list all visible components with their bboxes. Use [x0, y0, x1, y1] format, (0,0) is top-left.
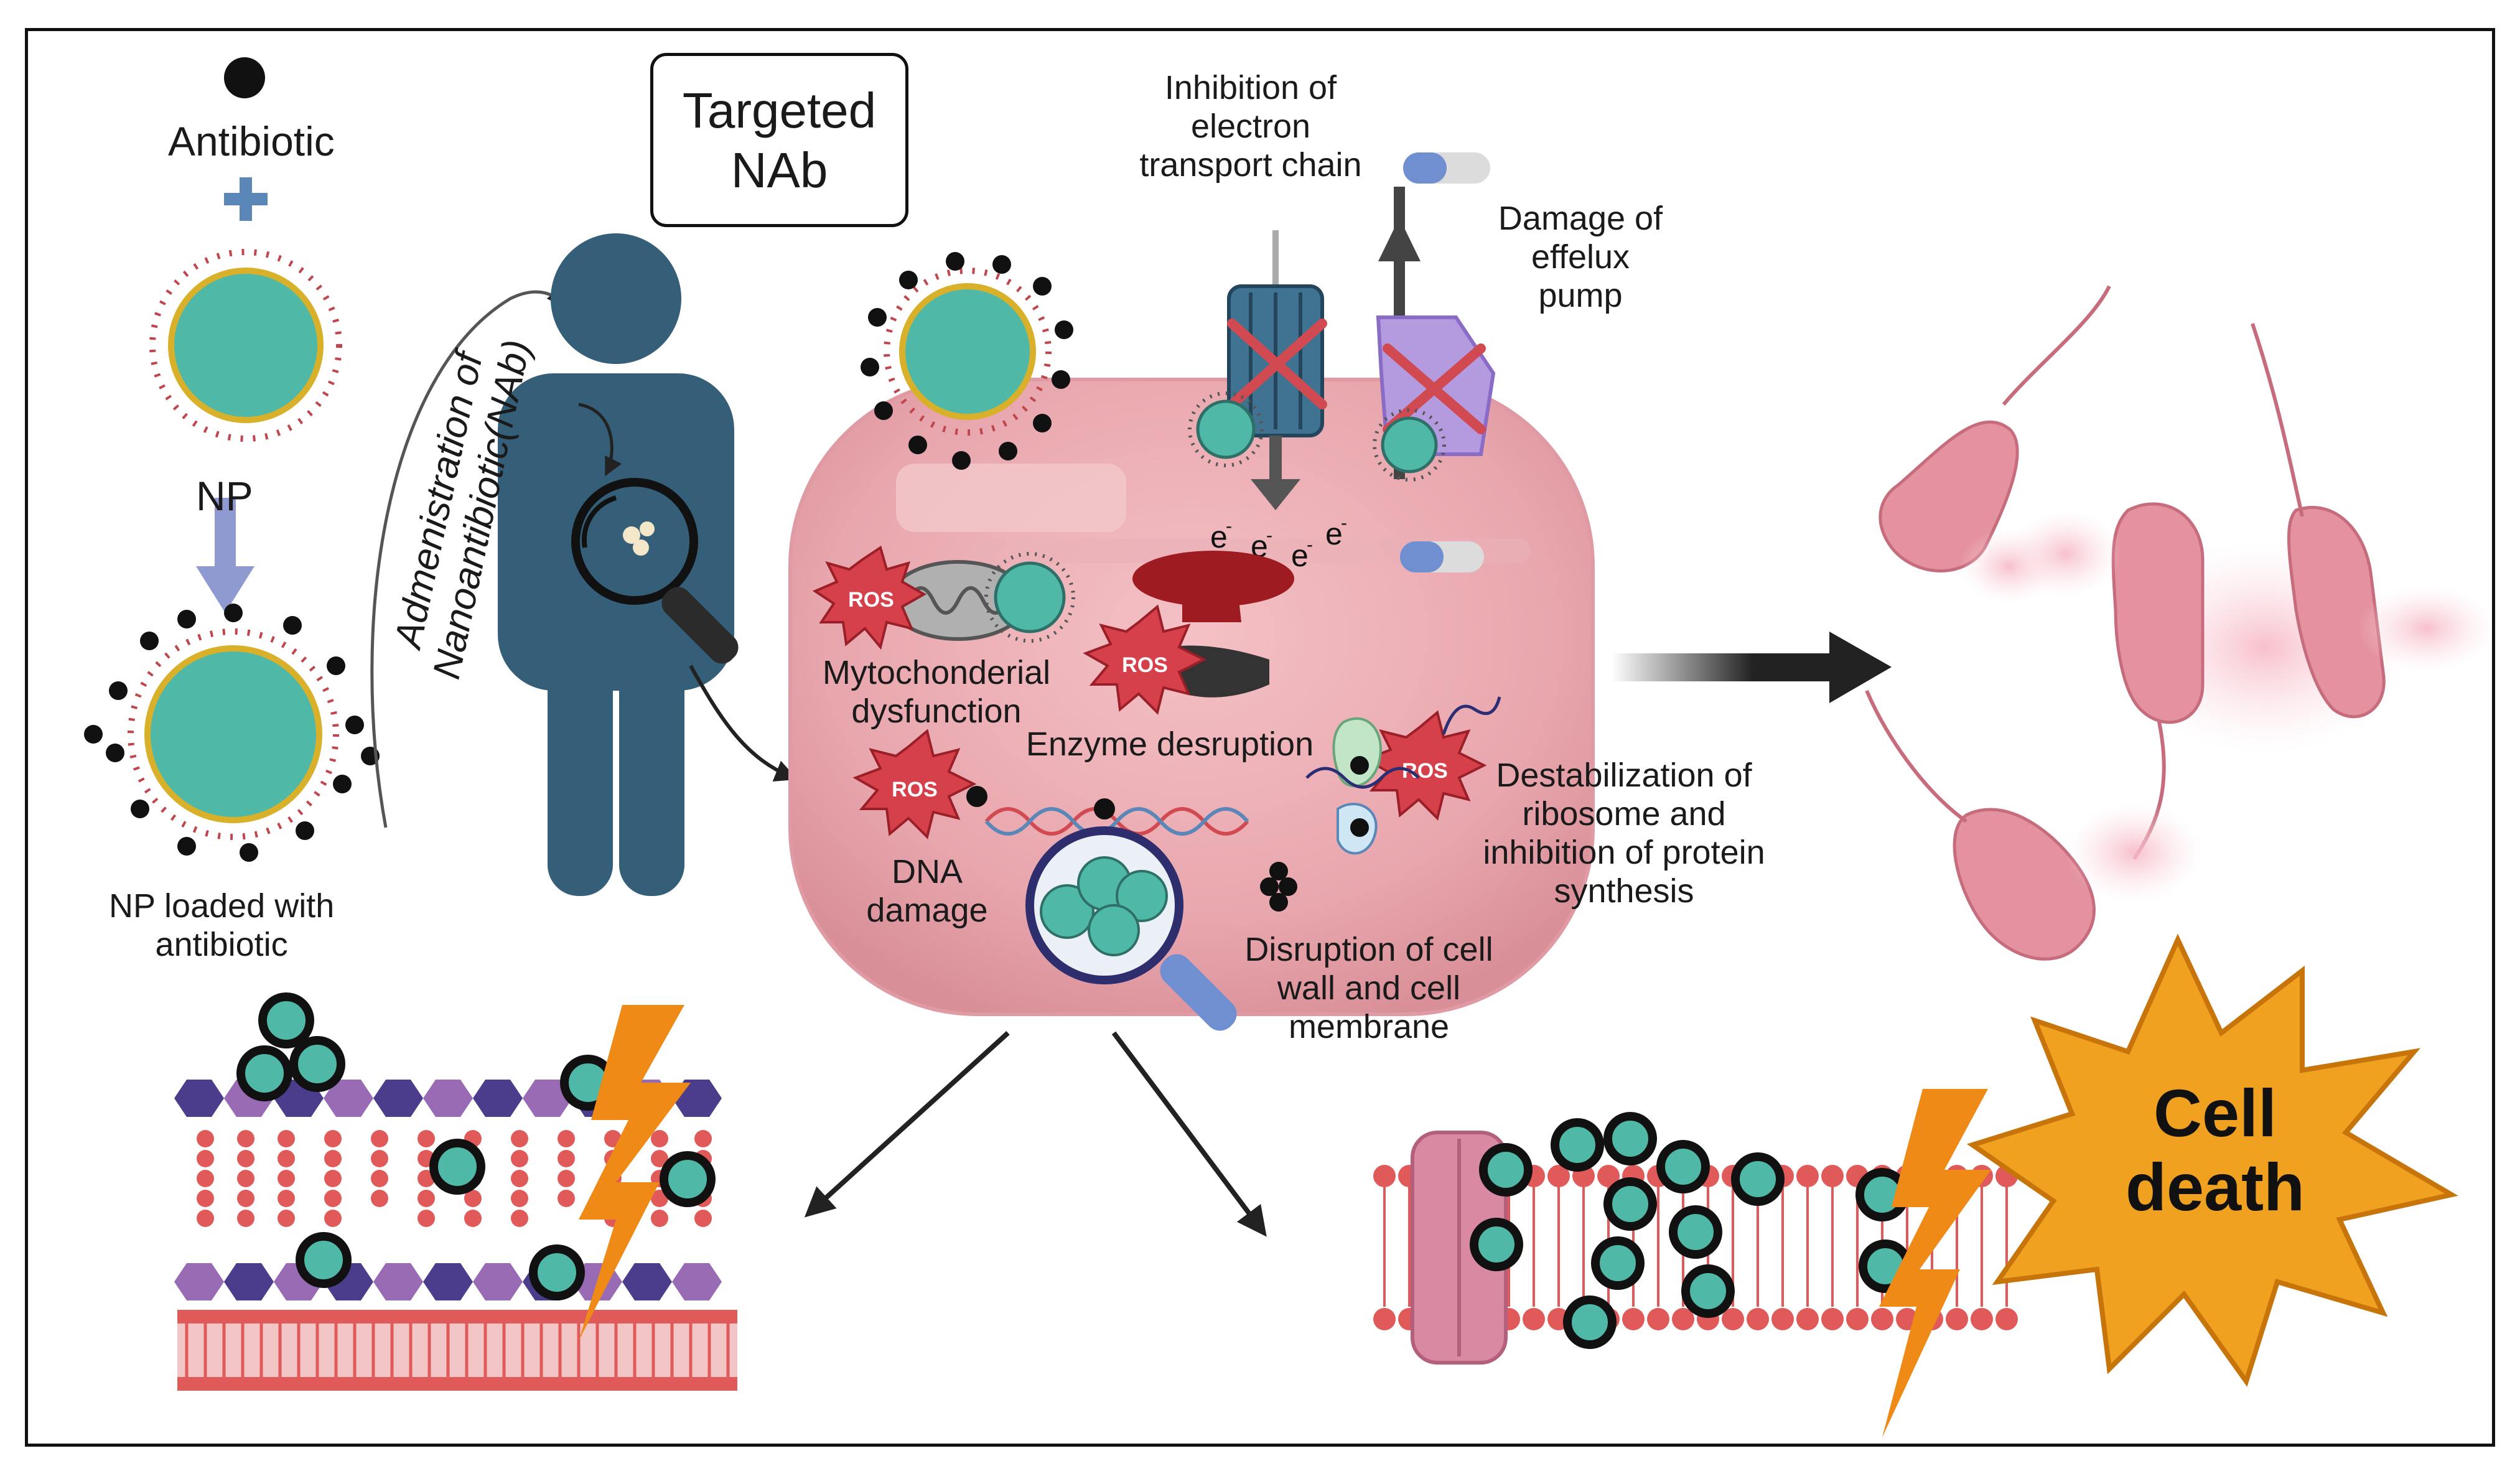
magnifier-icon [571, 478, 739, 664]
nanoparticle-attached [861, 252, 1073, 470]
svg-text:ROS: ROS [892, 778, 938, 801]
dead-bacterium-4 [1865, 689, 2203, 961]
cell-membrane-diagram [1373, 1089, 2018, 1437]
dna-helix-icon [984, 807, 1249, 836]
magnifier-cellwall-icon [1025, 826, 1237, 1031]
enzyme-label: Enzyme desruption [1025, 726, 1314, 763]
nanoparticle-small-mito [984, 552, 1075, 643]
figure-frame [25, 28, 2495, 1447]
svg-text:e: e [1210, 520, 1228, 554]
pill-icon [1403, 152, 1490, 184]
antibiotic-dot-dna-2 [1094, 798, 1115, 819]
antibiotic-cluster [1260, 862, 1297, 912]
svg-text:-: - [1341, 513, 1347, 533]
ros-burst-dna: ROS [852, 729, 977, 839]
svg-text:-: - [1266, 525, 1272, 546]
ribosome-icon [1305, 696, 1501, 855]
dna-damage-label: DNA damage [866, 853, 988, 930]
damage-efflux-label: Damage of effelux pump [1498, 200, 1663, 315]
svg-text:ROS: ROS [848, 588, 894, 612]
np-label: NP [196, 473, 253, 519]
svg-text:ROS: ROS [1122, 653, 1168, 677]
ros-burst-mito: ROS [812, 545, 927, 650]
lightning-icon [579, 1005, 691, 1341]
antibiotic-label: Antibiotic [168, 118, 335, 164]
ribosome-label: Destabilization of ribosome and inhibiti… [1483, 757, 1765, 910]
cell-death-star [1966, 933, 2458, 1387]
pill-icon-lower [1400, 541, 1484, 572]
ros-burst-enzyme: ROS [1083, 604, 1207, 715]
np-assembly [84, 57, 380, 862]
plus-icon [224, 177, 268, 221]
arrow-to-membrane [1111, 1031, 1267, 1237]
cross-icon [1227, 319, 1327, 409]
nanoparticle-loaded [84, 604, 380, 862]
targeted-nab-box [650, 53, 908, 227]
dead-bacterium-2 [2010, 502, 2205, 860]
inhibition-etc-label: Inhibition of electron transport chain [1139, 69, 1362, 184]
arrow-to-cellwall [804, 1031, 1010, 1218]
arrow-down-icon [196, 498, 254, 613]
antibiotic-dot [224, 57, 265, 98]
svg-text:e: e [1291, 538, 1309, 573]
np-loaded-label: NP loaded with antibiotic [109, 887, 335, 964]
nanoparticle-small-efflux [1373, 408, 1446, 482]
lightning-icon-membrane [1879, 1089, 1991, 1437]
electron-transport-channel [1227, 230, 1327, 510]
cell-death-label: Cell death [2125, 1075, 2305, 1225]
wall-membrane-fringe [177, 1310, 737, 1391]
cell-wall-label: Disruption of cell wall and cell membran… [1244, 931, 1493, 1046]
svg-text:e: e [1325, 516, 1343, 551]
nanoparticle-plain [149, 249, 342, 442]
targeted-nab-label: Targeted NAb [682, 83, 877, 198]
svg-text:-: - [1226, 516, 1232, 536]
mitochondrial-label: Mytochonderial dysfunction [822, 654, 1051, 730]
antibiotic-dot-dna [966, 786, 987, 807]
svg-text:-: - [1307, 534, 1313, 555]
administration-curve-arrow [370, 287, 566, 828]
cross-icon [1383, 343, 1486, 434]
cell-wall-diagram [174, 992, 737, 1391]
dead-bacterium-3 [2251, 323, 2495, 719]
nanoparticle-small-etc [1188, 391, 1264, 467]
body-curve-arrow [578, 403, 622, 477]
wall-nanoparticles [236, 992, 716, 1300]
bacterium-cell [788, 378, 1595, 1016]
to-bacterium-arrow [689, 665, 798, 782]
arrow-right-icon [1612, 632, 1892, 703]
ros-burst-ribosome: ROS [1363, 710, 1487, 821]
